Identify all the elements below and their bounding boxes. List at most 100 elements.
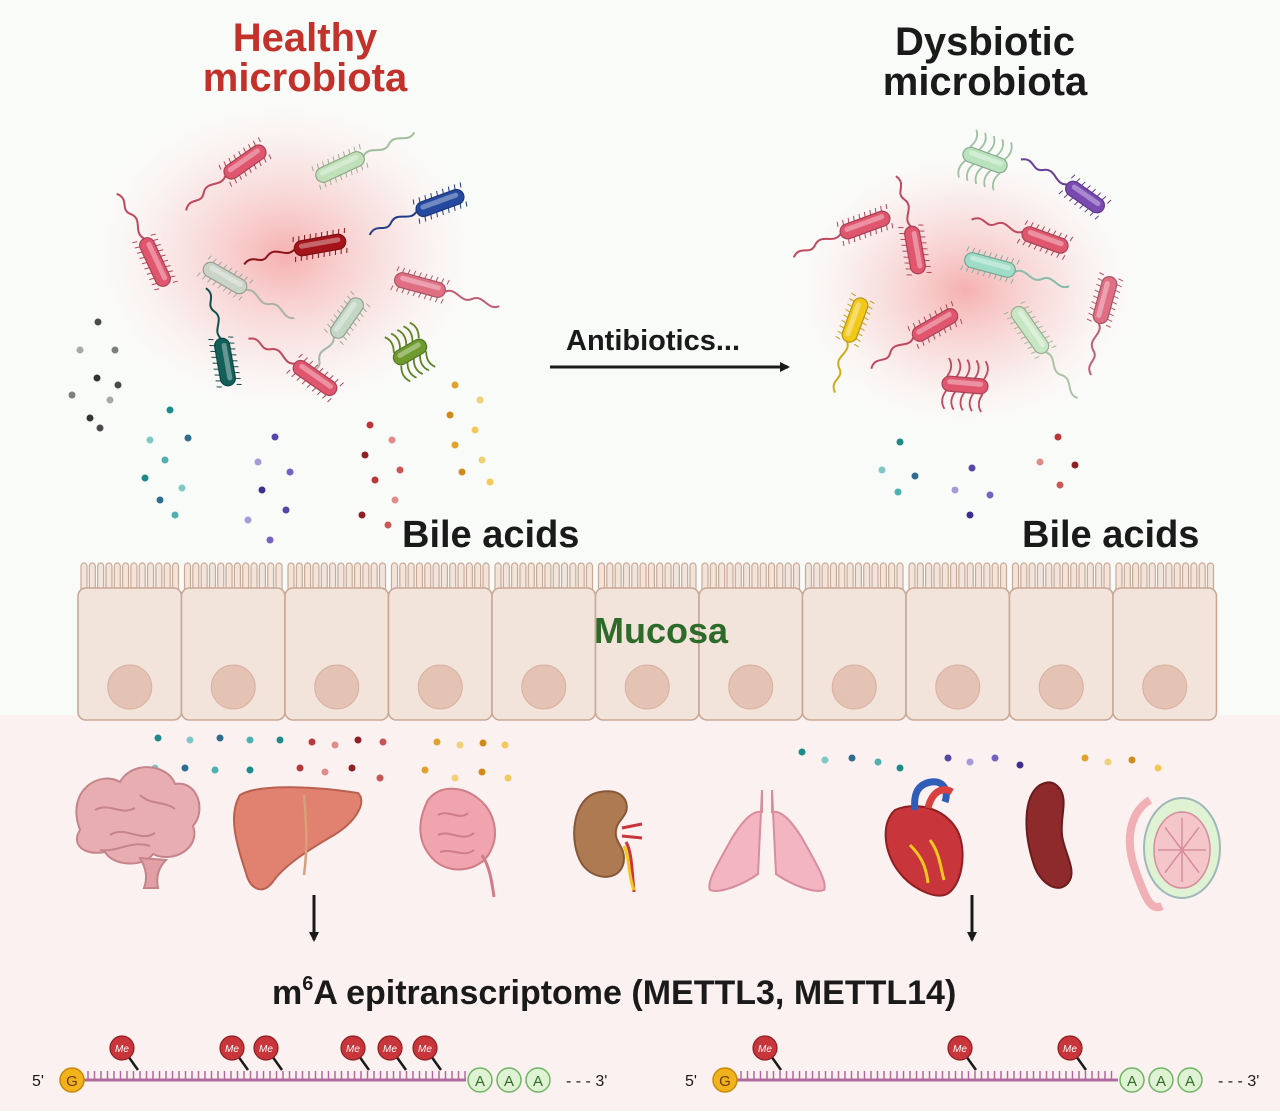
bile-acid-dot [951,486,959,494]
bacterium-hair [869,300,875,305]
bacterium-hair [869,230,872,237]
bile-acid-dot [186,736,194,744]
bacterium-hair [223,161,227,167]
bacterium-hair [880,205,882,212]
bacterium [1003,301,1079,399]
bile-acid-dot [894,488,902,496]
bacterium-hair [413,270,417,276]
epithelial-cell [491,562,597,721]
bacterium-pilus [966,163,975,182]
bacterium [368,182,468,236]
me-marker [219,1035,245,1061]
bile-acid-dot [94,318,102,326]
bacterium-hair [842,219,844,225]
bacterium-hair [440,298,444,304]
bile-acid-dot [244,516,252,524]
bacterium-hair [228,157,232,163]
bile-acid-dot [271,433,279,441]
bacterium-hair [401,288,405,294]
me-marker [752,1035,778,1061]
bile-acid-dot [944,754,952,762]
bacterium-hair [1034,320,1040,324]
bacterium-hair [233,366,239,368]
bacterium-hair [330,319,335,324]
cell-nucleus [1038,664,1084,710]
bacterium-hair [233,270,238,275]
bacterium-hair [954,321,958,328]
bile-acid-dot [501,741,509,749]
bacterium-hair [316,390,322,396]
bacterium-hair [243,276,249,281]
bacterium-hair [212,258,217,263]
bacterium-hair [346,295,352,300]
bacterium-hair [430,192,433,199]
cell-nucleus [935,664,981,710]
bacterium-hair [966,246,970,252]
bacterium-hair [348,149,351,155]
five-prime-cap [59,1067,85,1093]
bacterium-hair [1113,295,1119,299]
bile-acid-dot [371,476,379,484]
bacterium-hair [1003,311,1009,315]
bacterium [384,321,436,383]
bacterium-hair [217,284,222,289]
bacterium [311,131,416,190]
bacterium-hair [326,230,328,237]
bacterium-hair [303,357,308,362]
bile-acid-dot [848,754,856,762]
bacterium-hair [916,343,920,349]
bile-acid-dot [366,421,374,429]
bacterium-hair [418,218,421,224]
bacterium-body [904,225,926,275]
bacterium-hair [324,182,327,188]
bacterium-hair [160,254,166,257]
bacterium-hair [994,253,998,259]
bacterium-highlight [844,214,885,232]
bile-acid-dot [379,738,387,746]
epithelial-cell [180,562,286,721]
bacterium-pilus [969,129,979,148]
bacterium-hair [338,228,340,235]
bacterium-hair [311,166,314,172]
bacterium-hair [1050,250,1055,256]
cell-nucleus [1142,664,1188,710]
bacterium-pilus [983,169,992,188]
bacterium-hair [982,271,986,277]
bile-acid-dot [391,496,399,504]
bacterium-hair [343,300,348,305]
bacterium-body [330,297,364,339]
testis-icon [1125,796,1221,912]
bile-acid-dot [1081,754,1089,762]
bacterium-flagellum [1020,158,1068,186]
bacterium-hair [349,326,354,332]
bacterium-hair [858,234,861,241]
bacterium-hair [869,209,872,216]
five-prime-label: 5' [685,1073,697,1090]
kidney-icon [573,790,643,893]
bacterium-hair [359,312,364,317]
bacterium-hair [977,249,981,255]
bacterium-hair [453,184,456,190]
bile-acid-dot [451,774,459,782]
bile-acid-dot [361,451,369,459]
bacterium-hair [236,383,242,385]
bacterium-hair [144,267,150,270]
dysbiotic-title-line2: microbiota [882,60,1088,104]
bacterium-hair [1107,318,1113,323]
bacterium-hair [1094,289,1100,293]
bile-acid-dot [1071,461,1079,469]
bacterium-hair [447,207,450,214]
testis-lobule [1181,826,1200,851]
bacterium-body [964,252,1016,278]
m6a-superscript: 6 [302,973,314,995]
bacterium-hair [209,344,215,347]
bacterium-pilus [390,332,401,350]
bacterium-hair [859,327,865,332]
bacterium-hair [340,174,343,181]
me-marker-label: Me [1063,1044,1077,1055]
bacterium-hair [424,216,427,222]
m6a-rest: A epitranscriptome (METTL3, METTL14) [313,974,957,1012]
bacterium-hair [927,337,931,343]
bacterium-hair [1081,181,1086,186]
bacterium-body [415,188,465,218]
